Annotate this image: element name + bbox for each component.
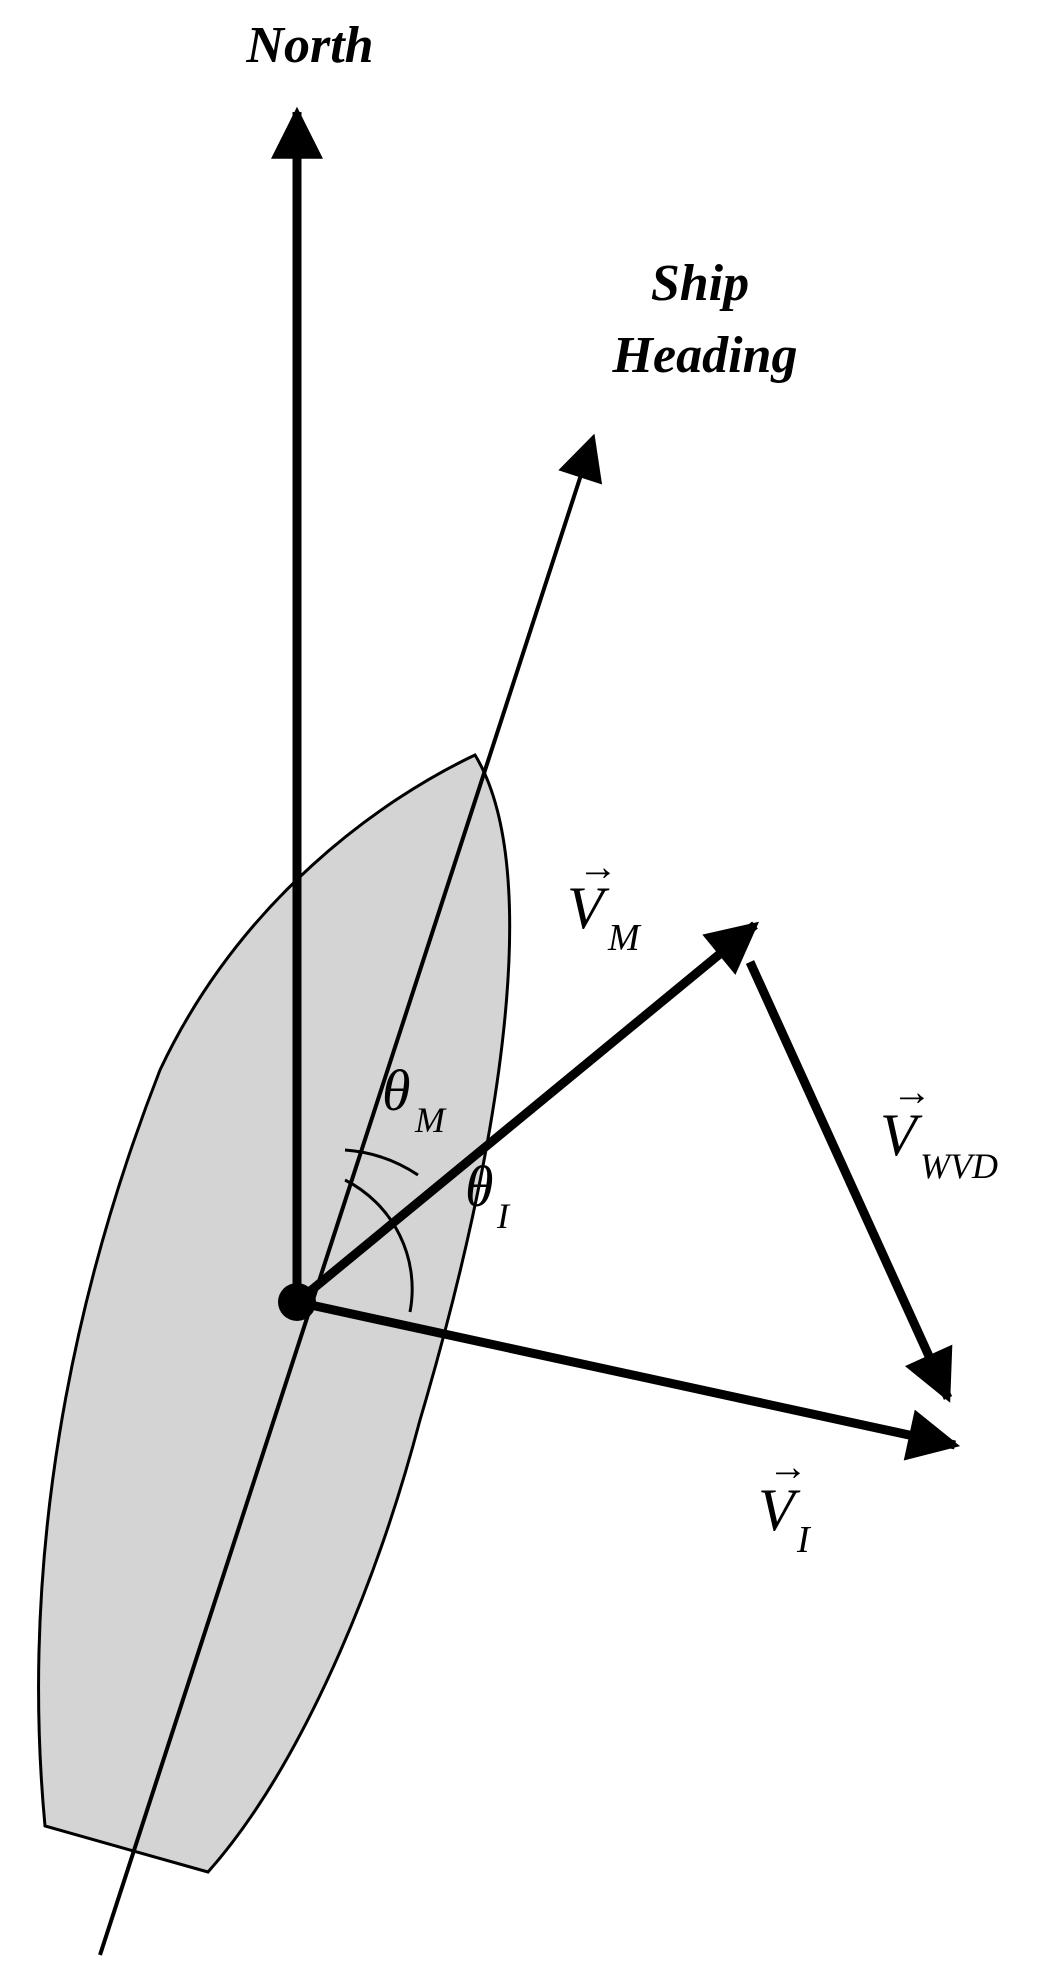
- svg-text:M: M: [414, 1100, 447, 1140]
- v-wvd-label: V → WVD: [880, 1069, 998, 1186]
- v-i-label: V → I: [758, 1444, 812, 1561]
- svg-text:V: V: [758, 1477, 801, 1543]
- theta-i-arc: [344, 1178, 414, 1313]
- origin-point: [278, 1283, 316, 1321]
- svg-text:I: I: [496, 1196, 511, 1236]
- svg-text:→: →: [768, 1444, 808, 1489]
- svg-text:→: →: [578, 844, 618, 889]
- ship-heading-axis: [98, 433, 603, 1956]
- theta-m-label: θ M: [382, 1058, 447, 1140]
- svg-text:WVD: WVD: [920, 1146, 998, 1186]
- v-m-vector: [294, 921, 760, 1306]
- v-m-label: V → M: [567, 844, 642, 959]
- svg-text:V: V: [567, 875, 610, 941]
- theta-i-label: θ I: [465, 1154, 511, 1236]
- svg-text:→: →: [892, 1069, 932, 1114]
- north-label: North: [245, 17, 373, 74]
- ship-hull: [37, 753, 512, 1874]
- ship-heading-label-line2: Heading: [612, 327, 798, 384]
- svg-text:θ: θ: [382, 1058, 411, 1123]
- v-wvd-vector: [745, 960, 953, 1403]
- svg-text:M: M: [607, 917, 642, 959]
- ship-heading-label-line1: Ship: [651, 255, 749, 312]
- theta-m-arc: [344, 1148, 419, 1177]
- svg-text:V: V: [880, 1102, 923, 1168]
- v-i-vector: [296, 1297, 961, 1461]
- svg-text:θ: θ: [465, 1154, 494, 1219]
- svg-text:I: I: [796, 1519, 812, 1561]
